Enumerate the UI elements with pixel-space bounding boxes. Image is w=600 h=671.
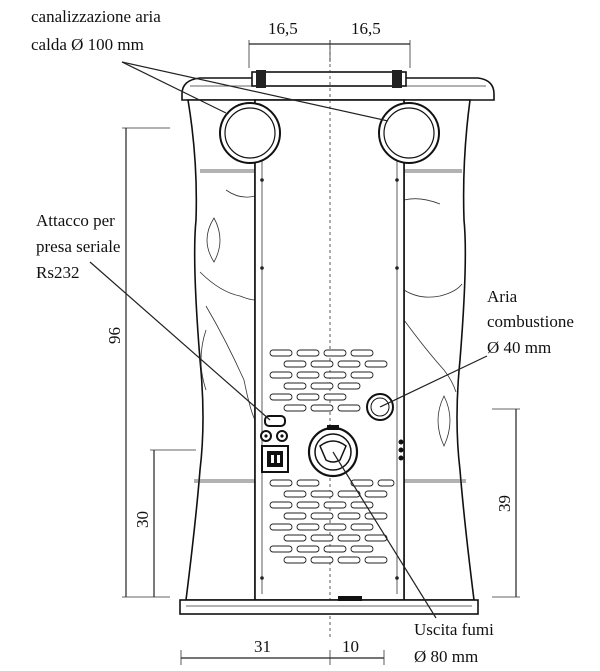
hot-air-duct-label-line1: canalizzazione aria bbox=[31, 7, 161, 26]
power-socket bbox=[261, 445, 289, 473]
serial-port-label-line2: presa seriale bbox=[36, 237, 120, 256]
serial-port-label-line3: Rs232 bbox=[36, 263, 79, 282]
hot-air-outlet-right bbox=[378, 102, 440, 164]
left-side-panel bbox=[185, 99, 256, 601]
dimension-top-left: 16,5 bbox=[268, 19, 298, 38]
hot-air-duct-label-line2: calda Ø 100 mm bbox=[31, 35, 144, 54]
combustion-air-label-line3: Ø 40 mm bbox=[487, 338, 551, 357]
top-plate bbox=[181, 70, 495, 101]
upper-vent-grille bbox=[269, 349, 388, 412]
combustion-air-label-line1: Aria bbox=[487, 287, 518, 306]
dimension-bottom-right: 10 bbox=[342, 637, 359, 656]
side-switches bbox=[398, 439, 404, 461]
smoke-outlet-label-line1: Uscita fumi bbox=[414, 620, 494, 639]
serial-port-rs232 bbox=[264, 415, 286, 427]
dimension-lines bbox=[122, 40, 520, 665]
combustion-air-label-line2: combustione bbox=[487, 312, 574, 331]
dimension-top-right: 16,5 bbox=[351, 19, 381, 38]
dimension-left-lower-height: 30 bbox=[133, 511, 152, 528]
serial-port-label-line1: Attacco per bbox=[36, 211, 115, 230]
right-side-panel bbox=[403, 99, 475, 601]
dimension-right-height: 39 bbox=[495, 495, 514, 512]
base-plinth bbox=[179, 596, 479, 615]
dimension-total-height: 96 bbox=[105, 327, 124, 344]
leader-lines bbox=[89, 61, 488, 619]
dimension-bottom-left: 31 bbox=[254, 637, 271, 656]
smoke-outlet-label-line2: Ø 80 mm bbox=[414, 647, 478, 666]
connector-sockets bbox=[260, 430, 288, 442]
hot-air-outlet-left bbox=[219, 102, 281, 164]
lower-vent-grille bbox=[269, 479, 395, 564]
